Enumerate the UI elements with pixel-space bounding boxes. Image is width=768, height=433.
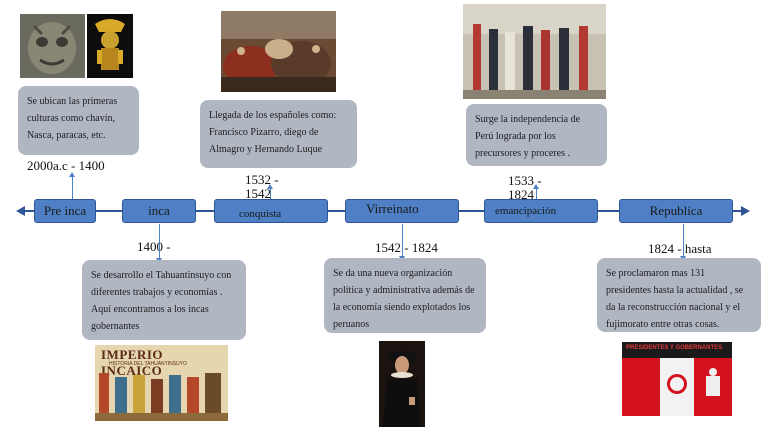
connector-emancipacion-tip bbox=[533, 184, 539, 189]
conquista-painting bbox=[221, 11, 336, 92]
date-inca: 1400 - bbox=[137, 239, 171, 254]
inca-poster-subtitle: HISTORIA DEL TAHUANTINSUYO bbox=[109, 361, 187, 367]
gold-figure-image bbox=[87, 14, 133, 78]
note-virreinato: Se da una nueva organización política y … bbox=[324, 258, 486, 333]
connector-preinca bbox=[72, 176, 73, 199]
connector-preinca-tip bbox=[69, 172, 75, 177]
date-conquista: 1532 - 1542 bbox=[245, 172, 279, 201]
note-conquista: Llegada de los españoles como: Francisco… bbox=[200, 100, 357, 168]
note-republica: Se proclamaron mas 131 presidentes hasta… bbox=[597, 258, 761, 332]
date-preinca: 2000a.c - 1400 bbox=[27, 158, 105, 173]
period-conquista[interactable]: conquista bbox=[214, 199, 328, 223]
presidents-poster-title: PRESIDENTES Y GOBERNANTES bbox=[626, 345, 723, 351]
timeline-right-arrowhead bbox=[741, 206, 750, 216]
period-emancipacion[interactable]: emancipación bbox=[484, 199, 598, 223]
inca-poster-title: IMPERIO INCAICO bbox=[101, 347, 163, 378]
period-republica[interactable]: Republica bbox=[619, 199, 733, 223]
period-virreinato[interactable]: Virreinato bbox=[345, 199, 459, 223]
period-inca-label: inca bbox=[148, 203, 170, 218]
period-republica-label: Republica bbox=[649, 203, 703, 218]
virrey-portrait-image bbox=[379, 341, 425, 427]
date-emancipacion: 1533 - 1824 bbox=[508, 173, 542, 202]
connector-virreinato bbox=[402, 224, 403, 256]
connector-inca bbox=[159, 224, 160, 258]
note-preinca: Se ubican las primeras culturas como cha… bbox=[18, 86, 139, 155]
presidents-poster-image: PRESIDENTES Y GOBERNANTES bbox=[622, 342, 732, 416]
timeline-left-arrowhead bbox=[16, 206, 25, 216]
period-conquista-label: conquista bbox=[239, 208, 282, 220]
period-virreinato-label: Virreinato bbox=[366, 201, 419, 216]
period-preinca[interactable]: Pre inca bbox=[34, 199, 96, 223]
inca-poster-image: IMPERIO INCAICO HISTORIA DEL TAHUANTINSU… bbox=[95, 345, 228, 421]
connector-conquista-tip bbox=[267, 184, 273, 189]
date-virreinato: 1542 - 1824 bbox=[375, 240, 438, 255]
independence-painting bbox=[463, 4, 606, 99]
chavin-head-image bbox=[20, 14, 85, 78]
connector-republica bbox=[683, 224, 684, 256]
period-preinca-label: Pre inca bbox=[43, 203, 87, 218]
period-emancipacion-label: emancipación bbox=[495, 205, 557, 217]
connector-emancipacion bbox=[536, 188, 537, 199]
connector-conquista bbox=[270, 188, 271, 199]
note-emancipacion: Surge la independencia de Perú lograda p… bbox=[466, 104, 607, 166]
note-inca: Se desarrollo el Tahuantinsuyo con difer… bbox=[82, 260, 246, 340]
period-inca[interactable]: inca bbox=[122, 199, 196, 223]
